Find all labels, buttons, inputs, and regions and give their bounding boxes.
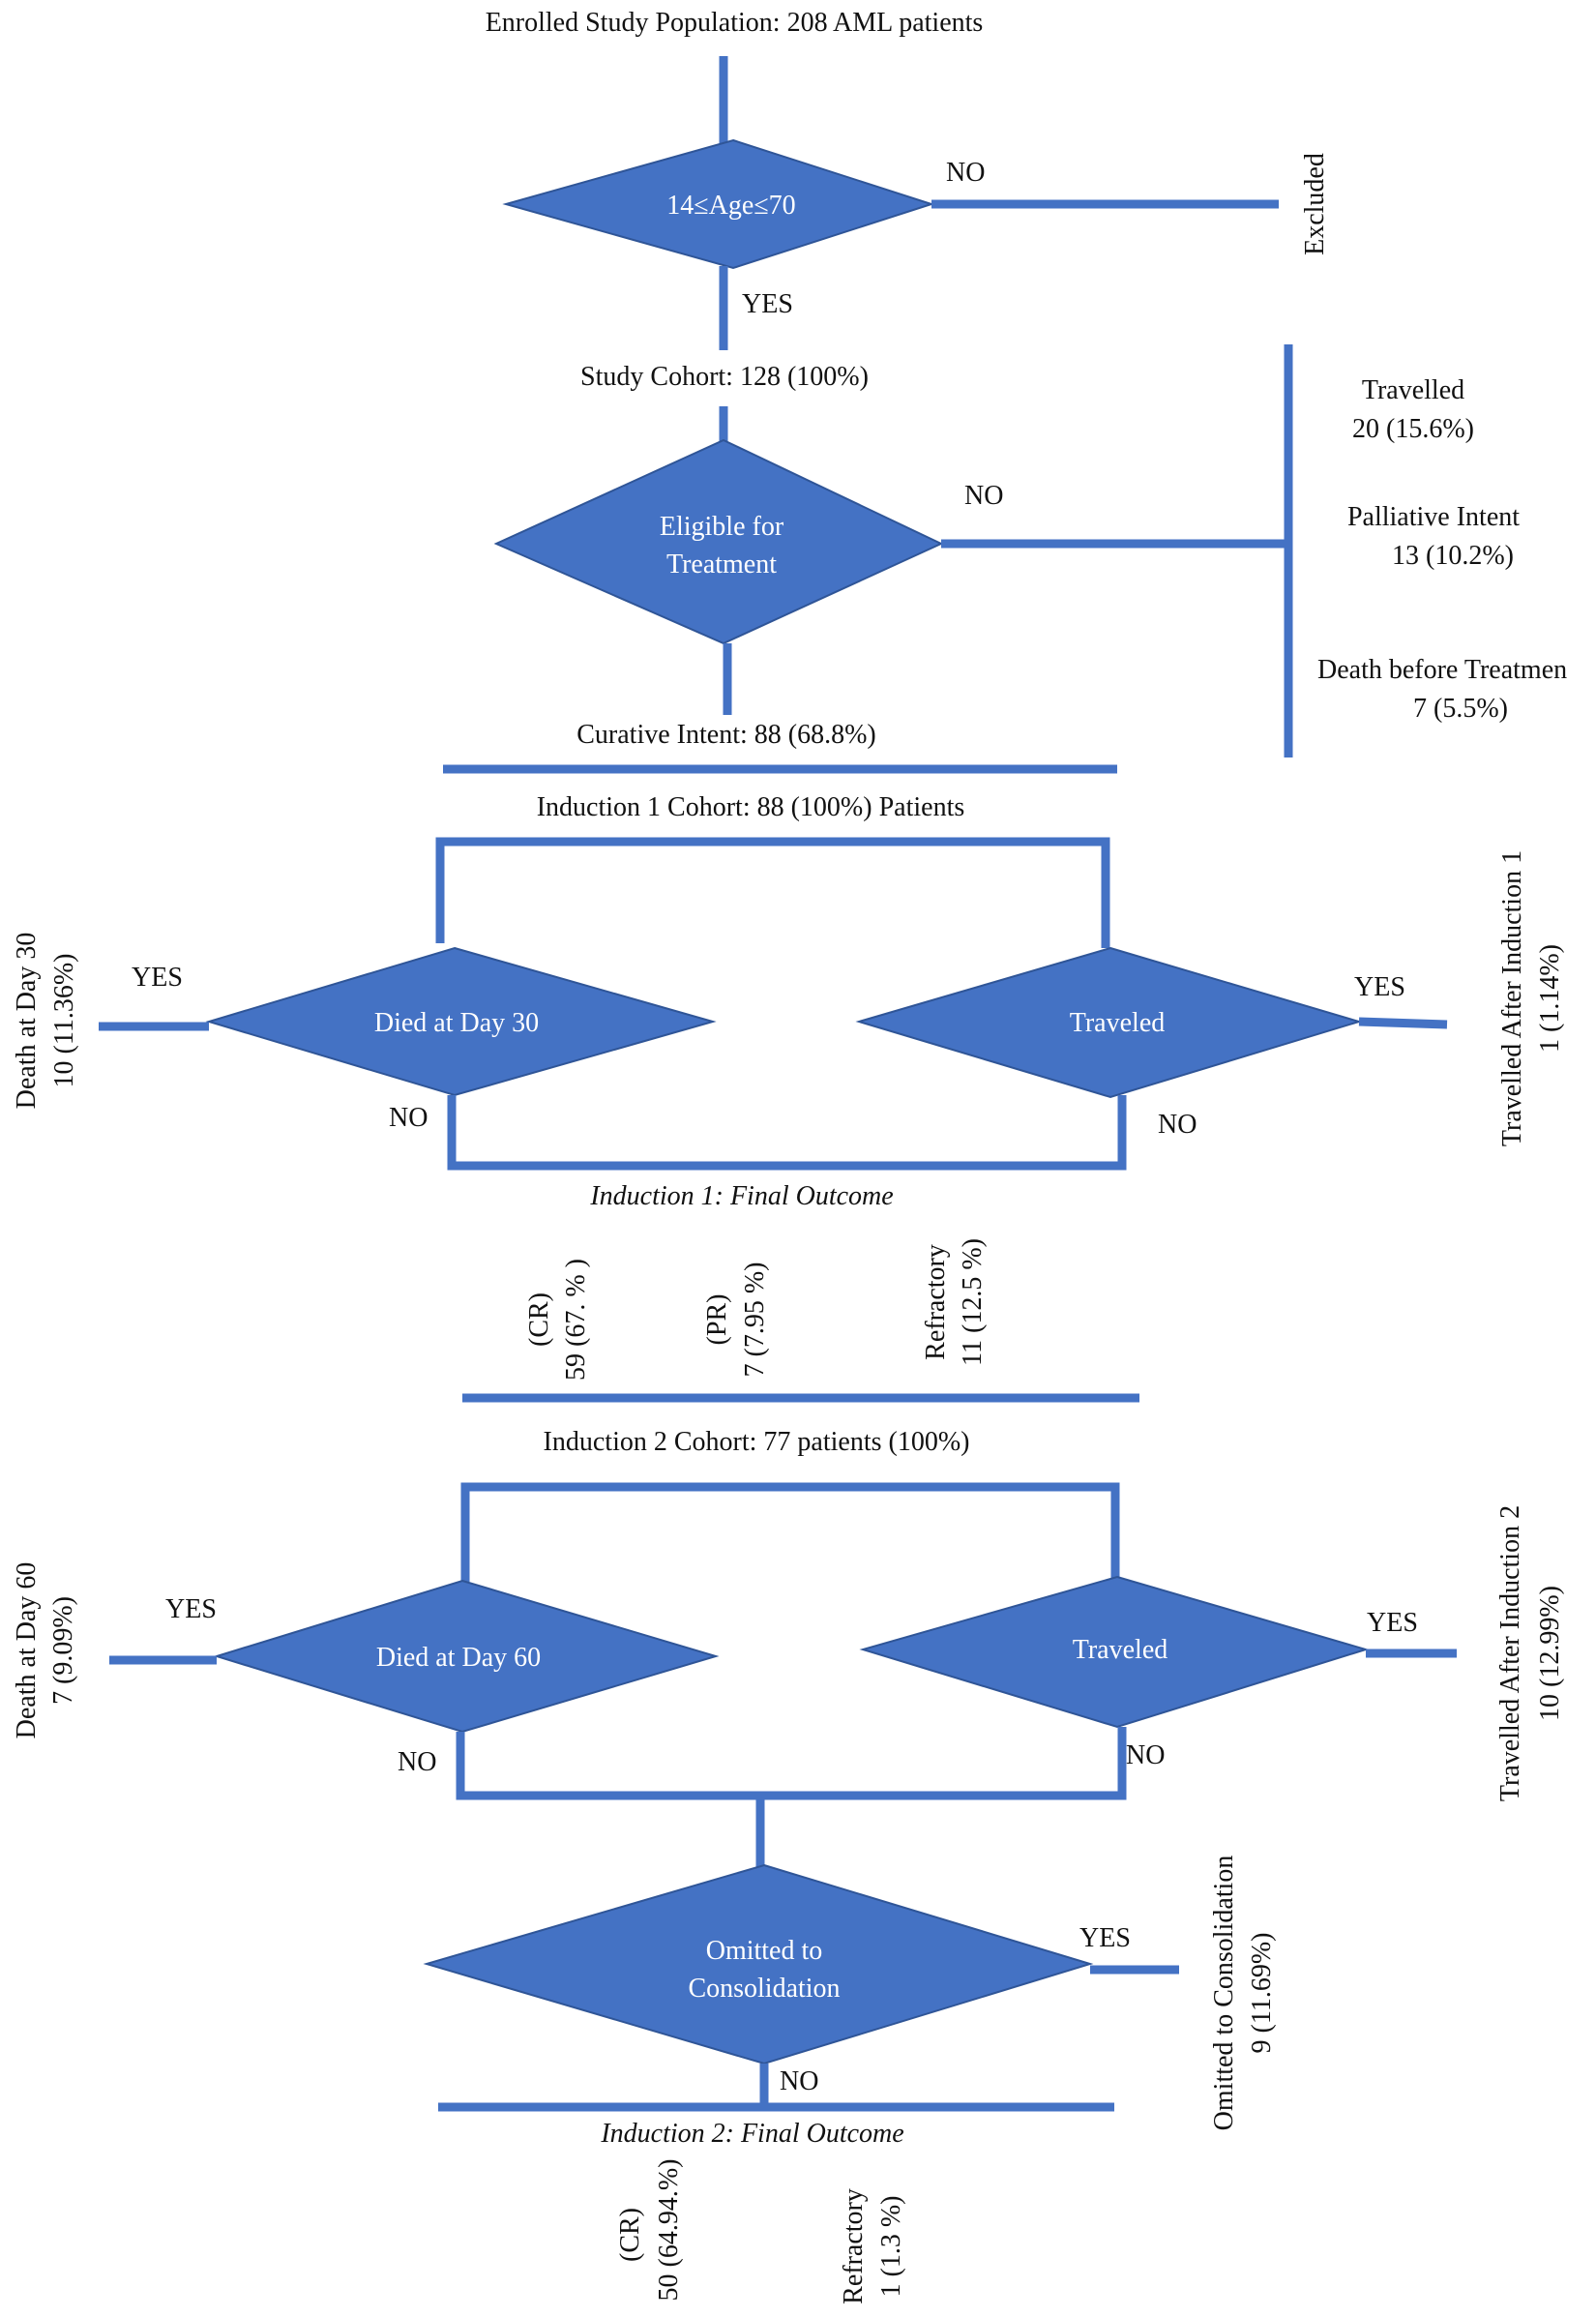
- induction1-top-loop: [435, 837, 1110, 948]
- omitted-label-line-2: Consolidation: [688, 1974, 840, 2004]
- induction2-refractory-label: Refractory: [839, 2188, 869, 2304]
- induction1-traveled-yes-label: YES: [1354, 972, 1405, 1002]
- induction1-refractory-count: 11 (12.5 %): [958, 1238, 988, 1366]
- enrolled-population-label: Enrolled Study Population: 208 AML patie…: [486, 8, 984, 38]
- induction1-died-yes-label: YES: [132, 963, 183, 993]
- death-before-treatment-count: 7 (5.5%): [1413, 694, 1508, 724]
- age-no-label: NO: [946, 158, 985, 188]
- induction2-traveled-yes-label: YES: [1367, 1608, 1418, 1638]
- age-decision-label: 14≤Age≤70: [666, 191, 795, 221]
- induction1-travel-side-count: 1 (1.14%): [1535, 944, 1565, 1053]
- induction1-death-side-count: 10 (11.36%): [49, 954, 79, 1088]
- induction2-refractory-count: 1 (1.3 %): [876, 2196, 906, 2298]
- induction1-final-outcome-label: Induction 1: Final Outcome: [589, 1181, 893, 1211]
- death-before-treatment-label: Death before Treatmen: [1317, 655, 1567, 685]
- palliative-count: 13 (10.2%): [1392, 541, 1514, 571]
- omitted-no-label: NO: [780, 2066, 818, 2096]
- eligibility-no-label: NO: [964, 481, 1003, 511]
- excluded-label: Excluded: [1300, 153, 1330, 255]
- age-yes-label: YES: [742, 289, 793, 319]
- travelled-label: Travelled: [1362, 375, 1464, 405]
- omitted-yes-label: YES: [1079, 1923, 1131, 1953]
- age-decision-diamond: [502, 138, 935, 270]
- induction1-died-label: Died at Day 30: [374, 1008, 539, 1038]
- induction2-died-yes-label: YES: [165, 1594, 217, 1624]
- induction2-cohort-label: Induction 2 Cohort: 77 patients (100%): [544, 1427, 970, 1457]
- omitted-label-line-1: Omitted to: [706, 1936, 823, 1966]
- induction1-travel-side-label: Travelled After Induction 1: [1497, 850, 1527, 1146]
- induction2-traveled-no-label: NO: [1126, 1740, 1165, 1770]
- induction2-cr-count: 50 (64.94.%): [654, 2159, 684, 2302]
- induction1-bottom-loop: [447, 1095, 1127, 1171]
- travelled-count: 20 (15.6%): [1352, 414, 1474, 444]
- connector-induction1-traveled-yes: [1358, 1017, 1448, 1029]
- omitted-side-count: 9 (11.69%): [1247, 1933, 1277, 2054]
- induction2-top-loop: [460, 1482, 1120, 1582]
- induction1-cohort-label: Induction 1 Cohort: 88 (100%) Patients: [537, 792, 965, 822]
- induction2-traveled-label: Traveled: [1073, 1635, 1168, 1665]
- omitted-side-label: Omitted to Consolidation: [1209, 1856, 1239, 2131]
- palliative-label: Palliative Intent: [1347, 502, 1520, 532]
- eligibility-label-line-2: Treatment: [666, 550, 777, 579]
- induction1-death-side-label: Death at Day 30: [12, 933, 42, 1110]
- induction1-pr-label: (PR): [702, 1294, 732, 1346]
- induction2-died-label: Died at Day 60: [376, 1643, 541, 1673]
- induction2-travel-side-label: Travelled After Induction 2: [1495, 1505, 1525, 1801]
- eligibility-label-line-1: Eligible for: [660, 512, 784, 542]
- induction1-died-no-label: NO: [389, 1103, 428, 1133]
- induction1-traveled-no-label: NO: [1158, 1110, 1197, 1140]
- induction1-cr-label: (CR): [524, 1292, 554, 1347]
- induction2-cr-label: (CR): [615, 2208, 645, 2262]
- induction2-death-side-label: Death at Day 60: [12, 1562, 42, 1739]
- induction1-pr-count: 7 (7.95 %): [740, 1262, 770, 1378]
- induction2-travel-side-count: 10 (12.99%): [1535, 1586, 1565, 1721]
- induction2-bottom-loop: [456, 1727, 1127, 1800]
- induction1-cr-count: 59 (67. % ): [561, 1259, 591, 1381]
- induction2-traveled-diamond: [859, 1575, 1370, 1729]
- study-cohort-label: Study Cohort: 128 (100%): [580, 362, 869, 392]
- eligibility-decision-diamond: [493, 438, 944, 645]
- induction1-traveled-diamond: [855, 946, 1363, 1099]
- induction1-traveled-label: Traveled: [1070, 1008, 1166, 1038]
- induction2-final-outcome-label: Induction 2: Final Outcome: [600, 2119, 903, 2149]
- curative-intent-label: Curative Intent: 88 (68.8%): [576, 720, 875, 750]
- induction2-death-side-count: 7 (9.09%): [48, 1596, 78, 1705]
- induction2-died-no-label: NO: [398, 1747, 436, 1777]
- induction1-refractory-label: Refractory: [921, 1244, 951, 1360]
